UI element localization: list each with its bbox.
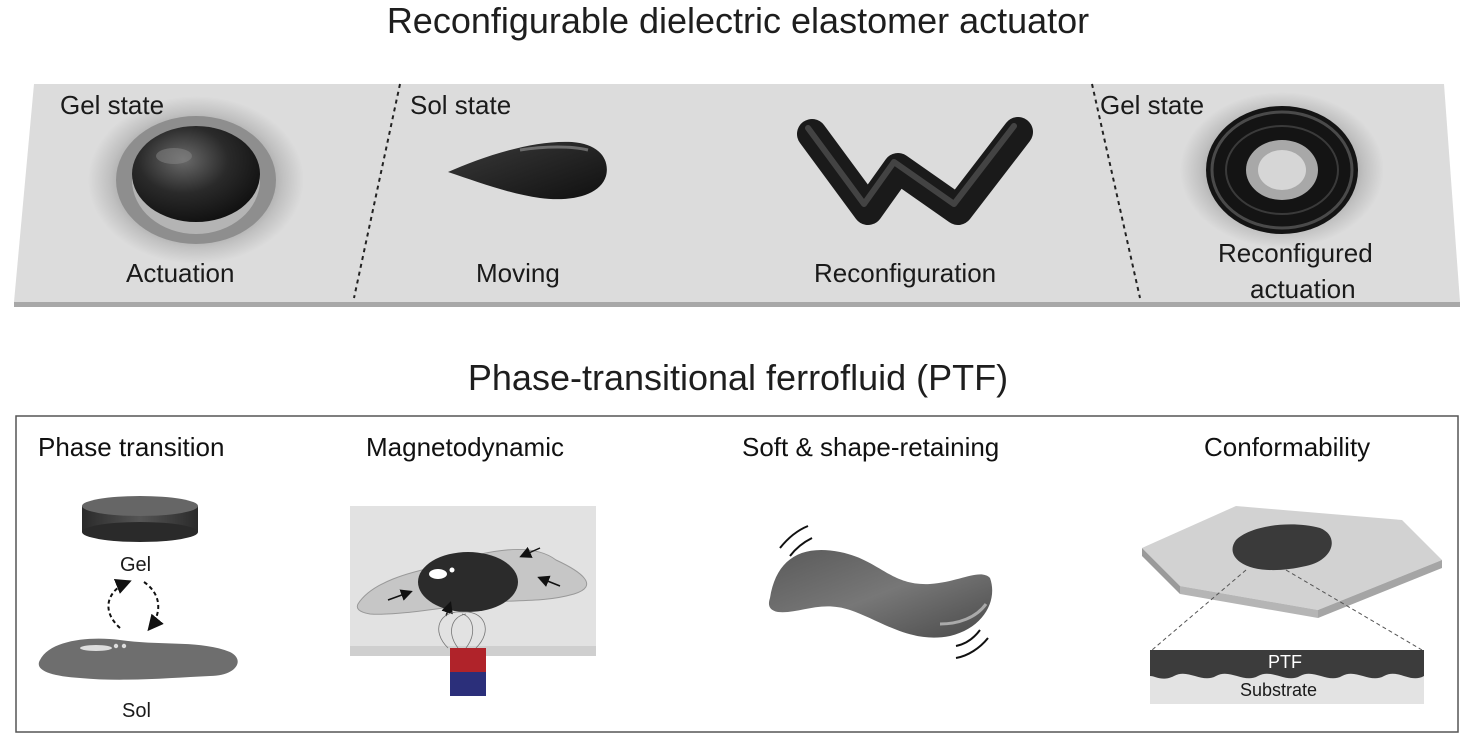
- sol-label: Sol: [122, 700, 151, 722]
- moving-label: Moving: [476, 258, 560, 288]
- reconfigured-label: Reconfigured: [1218, 238, 1373, 268]
- reconfiguration-label: Reconfiguration: [814, 258, 997, 288]
- feature-conformability: Conformability: [1204, 432, 1371, 462]
- ptf-layer: [1150, 650, 1424, 679]
- feature-phase-transition: Phase transition: [38, 432, 225, 462]
- moving-droplet: [448, 141, 607, 200]
- substrate-label: Substrate: [1240, 680, 1318, 700]
- reconfigured-w-shape: [797, 117, 1033, 225]
- sol-puddle: [38, 638, 238, 680]
- magnet-south: [450, 672, 486, 696]
- feature-magnetodynamic: Magnetodynamic: [366, 432, 564, 462]
- platform: [14, 84, 1460, 307]
- magnetodynamic-illustration: [350, 506, 596, 696]
- top-section-title: Reconfigurable dielectric elastomer actu…: [386, 0, 1090, 41]
- bottom-section-title: Phase-transitional ferrofluid (PTF): [467, 357, 1009, 398]
- conformability-illustration: [1142, 506, 1442, 704]
- actuation-label: Actuation: [126, 258, 235, 288]
- gel-label: Gel: [120, 554, 152, 576]
- torus-actuator: [1180, 92, 1384, 248]
- state-label-gel-left: Gel state: [60, 90, 165, 120]
- state-label-sol: Sol state: [410, 90, 512, 120]
- phase-transition-arrows: [107, 579, 164, 632]
- reconfigured-actuation-label: actuation: [1250, 274, 1356, 304]
- state-label-gel-right: Gel state: [1100, 90, 1205, 120]
- actuation-blob: [88, 96, 304, 264]
- feature-soft-shape-retaining: Soft & shape-retaining: [742, 432, 1000, 462]
- magnet-north: [450, 648, 486, 672]
- soft-wave-sheet: [768, 525, 993, 659]
- gel-disk: [82, 496, 198, 542]
- ptf-layer-label: PTF: [1268, 652, 1302, 672]
